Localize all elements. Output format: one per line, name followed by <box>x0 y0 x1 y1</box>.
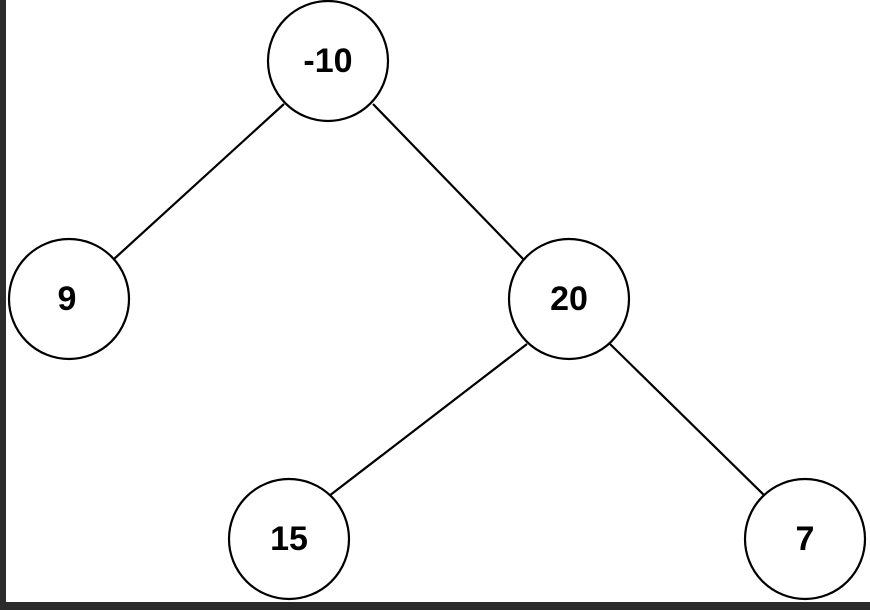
node-label: -10 <box>303 42 352 80</box>
edge-root-right <box>372 103 527 263</box>
node-label: 7 <box>796 520 815 558</box>
edge-right-right-right <box>609 343 768 499</box>
tree-node-right-right: 7 <box>743 477 867 601</box>
tree-node-left: 9 <box>7 237 131 361</box>
edge-right-right-left <box>328 343 528 497</box>
node-circle <box>266 0 390 123</box>
edge-root-left <box>113 103 285 260</box>
node-circle <box>227 477 351 601</box>
node-circle <box>7 237 131 361</box>
node-label: 15 <box>270 520 308 558</box>
node-label: 20 <box>550 280 588 318</box>
node-label: 9 <box>58 280 77 318</box>
diagram-canvas <box>6 0 870 602</box>
node-circle <box>507 237 631 361</box>
tree-node-right-left: 15 <box>227 477 351 601</box>
tree-node-right: 20 <box>507 237 631 361</box>
tree-node-root: -10 <box>266 0 390 123</box>
node-circle <box>743 477 867 601</box>
